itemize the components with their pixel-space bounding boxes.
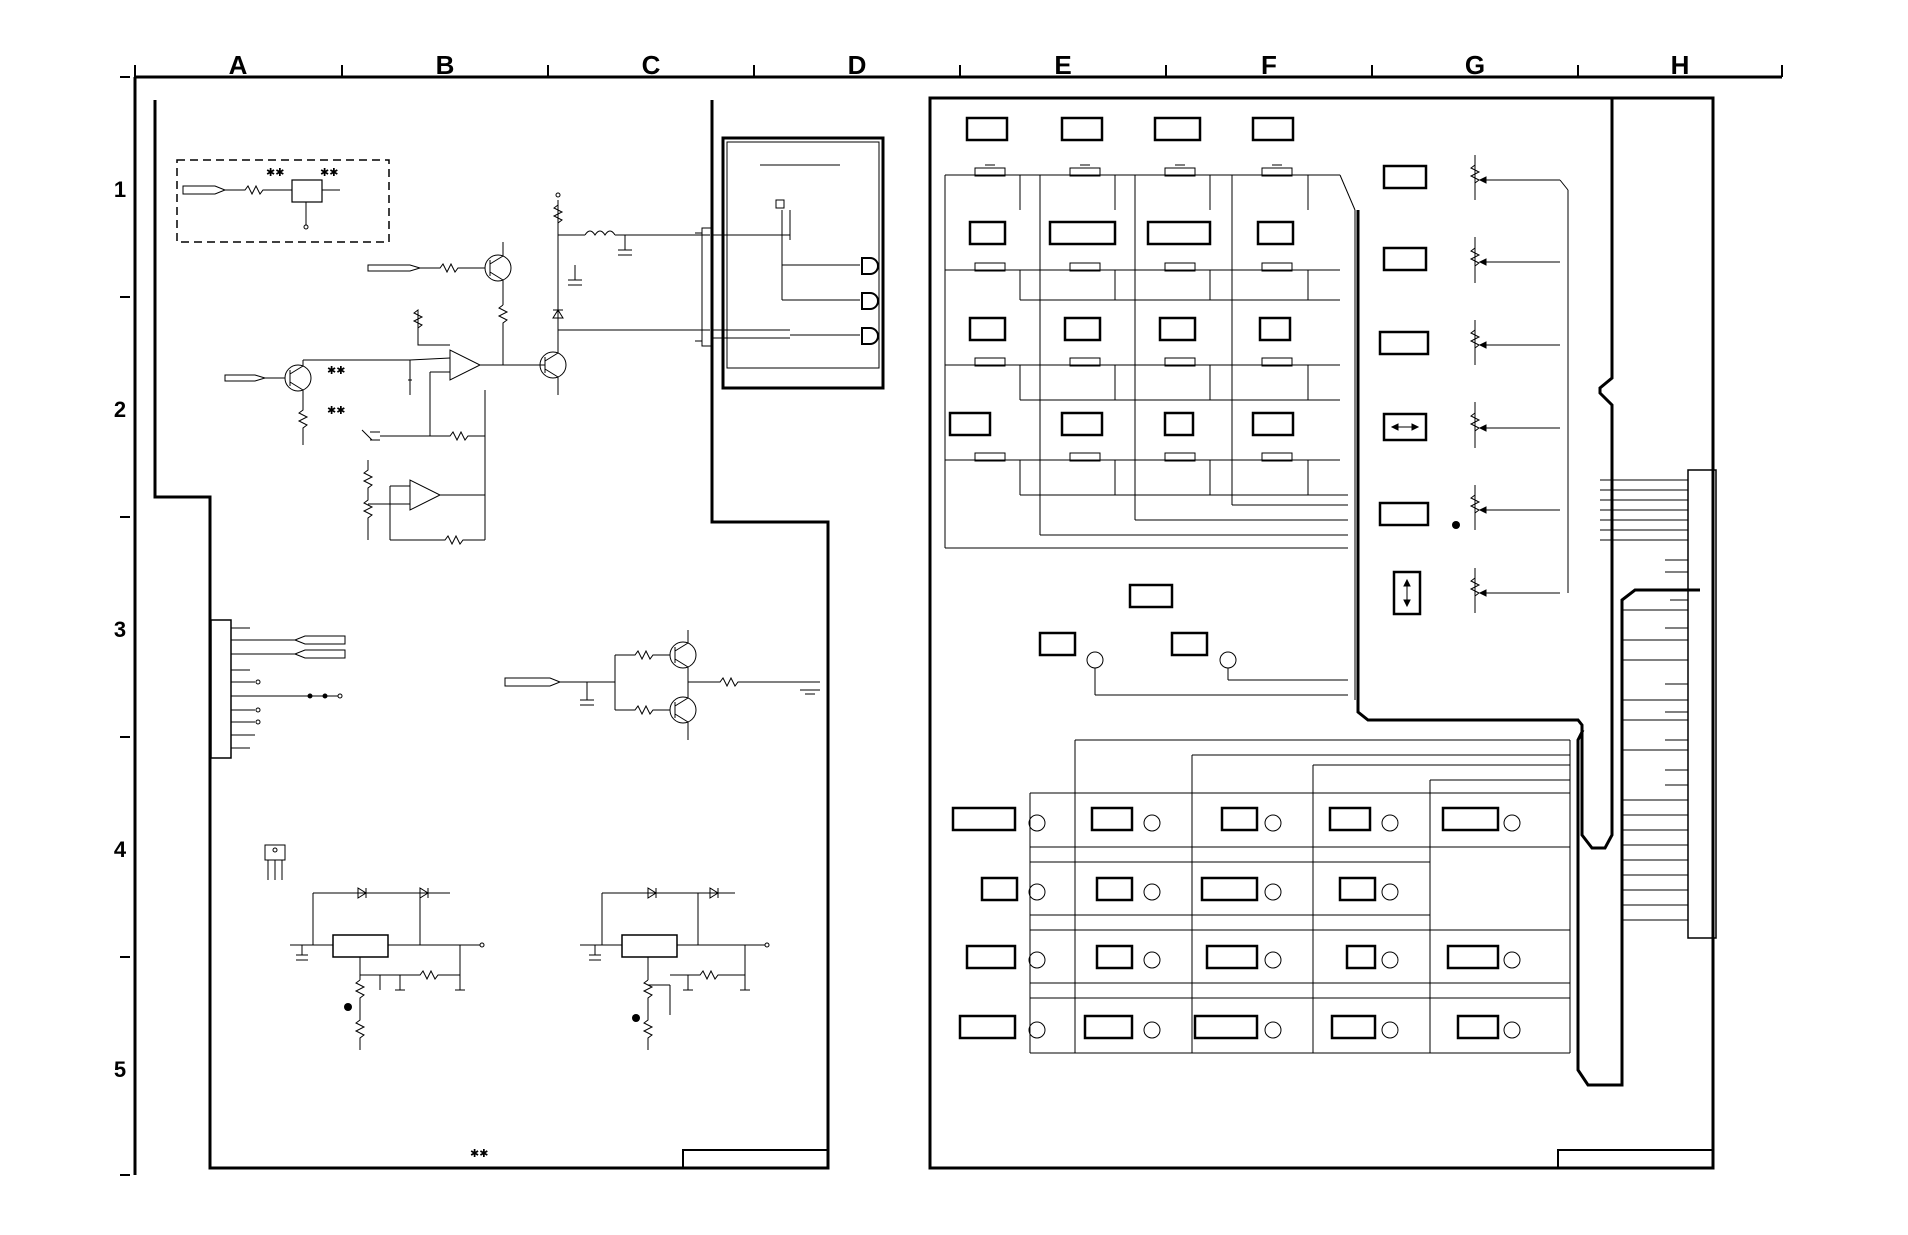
note-mark: ✱✱ [327, 365, 345, 377]
adjust-mark [632, 1014, 640, 1022]
note-mark: ✱✱ [266, 167, 284, 179]
column-label: E [1054, 50, 1071, 80]
column-label: C [642, 50, 661, 80]
row-label: 2 [114, 397, 126, 422]
column-label: G [1465, 50, 1485, 80]
note-mark: ✱✱ [320, 167, 338, 179]
row-label: 5 [114, 1057, 126, 1082]
column-label: B [436, 50, 455, 80]
column-label: A [229, 50, 248, 80]
column-label: D [848, 50, 867, 80]
row-label: 4 [114, 837, 127, 862]
adjust-mark [1452, 521, 1460, 529]
adjust-mark [344, 1003, 352, 1011]
column-label: H [1671, 50, 1690, 80]
column-label: F [1261, 50, 1277, 80]
row-label: 3 [114, 617, 126, 642]
row-label: 1 [114, 177, 126, 202]
note-mark: ✱✱ [470, 1148, 488, 1160]
note-mark: ✱✱ [327, 405, 345, 417]
